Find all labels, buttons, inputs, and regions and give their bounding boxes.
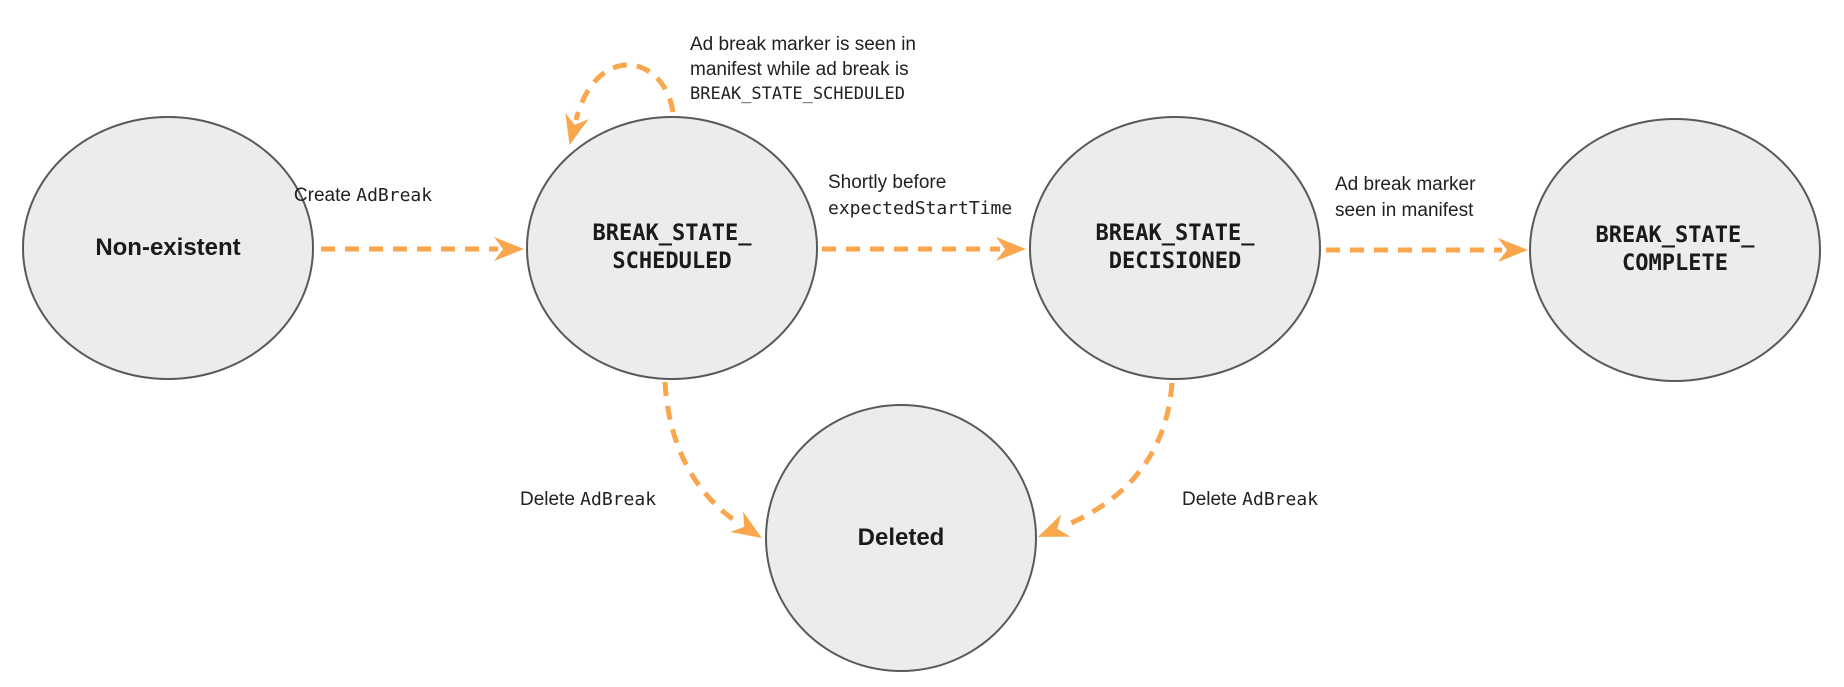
state-node-non-existent: Non-existent	[22, 116, 314, 380]
state-label-non-existent: Non-existent	[95, 234, 241, 261]
state-node-break-state-decisioned: BREAK_STATE_ DECISIONED	[1029, 116, 1321, 380]
label-delete-adbreak-right: Delete AdBreak	[1181, 489, 1319, 510]
state-label-break-state-decisioned: BREAK_STATE_ DECISIONED	[1095, 221, 1255, 274]
state-node-break-state-scheduled: BREAK_STATE_ SCHEDULED	[526, 116, 818, 380]
state-node-break-state-complete: BREAK_STATE_ COMPLETE	[1529, 118, 1821, 382]
edge-scheduled-to-deleted	[662, 381, 762, 539]
edge-decisioned-to-deleted	[1037, 382, 1175, 537]
label-self-loop: Ad break marker is seen in manifest whil…	[690, 34, 916, 104]
state-label-deleted: Deleted	[857, 524, 945, 551]
label-shortly-before-expected-start-time: Shortly before expectedStartTime	[828, 172, 1013, 219]
state-node-deleted: Deleted	[765, 404, 1037, 672]
edge-self-loop-scheduled	[565, 62, 676, 146]
label-marker-seen-in-manifest: Ad break marker seen in manifest	[1335, 174, 1476, 221]
state-label-break-state-complete: BREAK_STATE_ COMPLETE	[1595, 223, 1755, 276]
state-label-break-state-scheduled: BREAK_STATE_ SCHEDULED	[592, 221, 752, 274]
label-create-adbreak: Create AdBreak	[293, 185, 433, 206]
label-delete-adbreak-left: Delete AdBreak	[519, 489, 657, 510]
